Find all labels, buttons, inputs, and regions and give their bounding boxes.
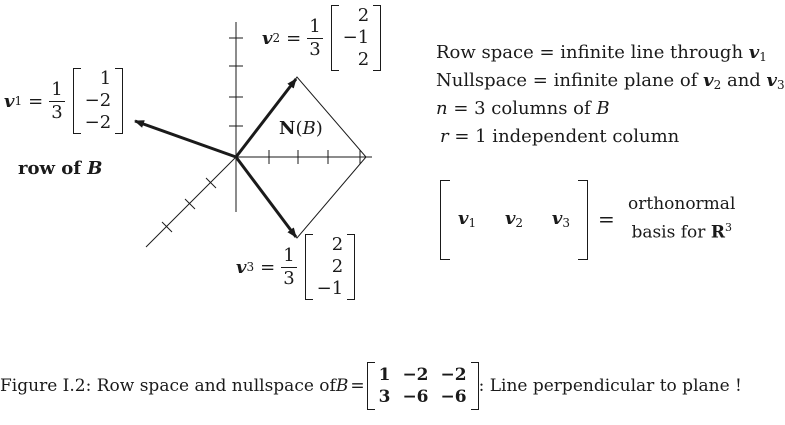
v1-matrix: 1−2−2 bbox=[72, 68, 124, 134]
v2-arrow bbox=[234, 78, 298, 158]
v1-arrow bbox=[134, 119, 237, 159]
fact-columns: n = 3 columns of B bbox=[436, 98, 610, 119]
basis-col-2: v2 bbox=[504, 208, 524, 230]
horizontal-axis-ticks bbox=[268, 150, 361, 164]
figure-caption: Figure I.2: Row space and nullspace of B… bbox=[0, 362, 742, 410]
v1-subscript: 1 bbox=[14, 94, 23, 108]
fact-rank: r = 1 independent column bbox=[440, 126, 680, 147]
fact-row-space: Row space = infinite line through v1 bbox=[436, 42, 767, 64]
fact-nullspace: Nullspace = infinite plane of v2 and v3 bbox=[436, 70, 785, 92]
nullspace-label: N(B) bbox=[279, 118, 323, 139]
basis-matrix: v1 v2 v3 bbox=[440, 180, 588, 260]
vertical-axis-ticks bbox=[229, 37, 243, 127]
v2-symbol: v bbox=[262, 27, 273, 49]
v2-subscript: 2 bbox=[272, 31, 281, 45]
v1-symbol: v bbox=[4, 90, 15, 112]
v3-subscript: 3 bbox=[246, 260, 255, 274]
basis-equals: = bbox=[598, 207, 615, 231]
diagonal-axis bbox=[145, 156, 237, 248]
v3-symbol: v bbox=[236, 256, 247, 278]
basis-description: orthonormal basis for R3 bbox=[628, 194, 736, 243]
basis-col-1: v1 bbox=[458, 208, 477, 230]
diagonal-axis-ticks bbox=[161, 177, 217, 233]
row-of-b-label: row of B bbox=[18, 158, 103, 179]
v3-arrow bbox=[234, 156, 298, 238]
caption-matrix: 1−2−2 3−6−6 bbox=[366, 362, 479, 410]
basis-col-3: v3 bbox=[551, 208, 570, 230]
